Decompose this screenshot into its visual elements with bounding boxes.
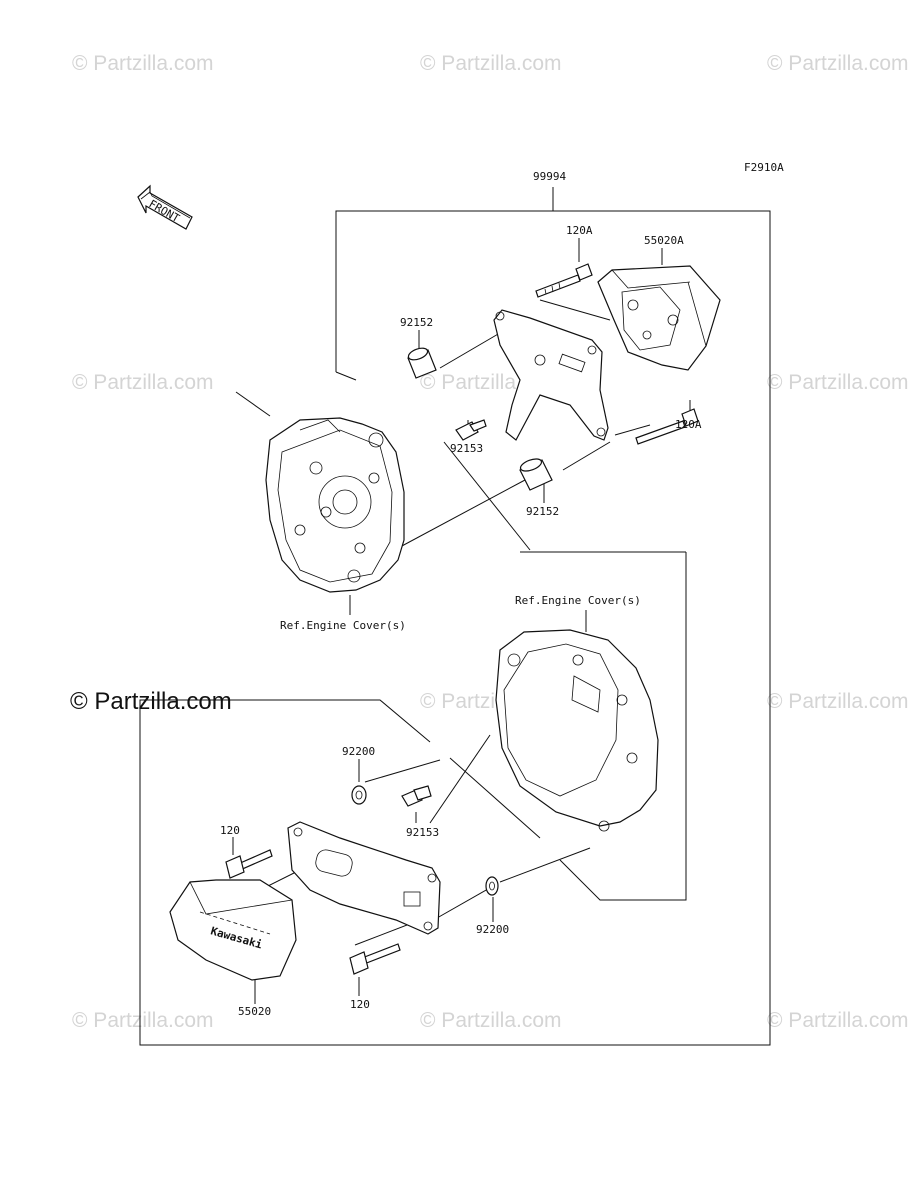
engine-cover-right (495, 629, 659, 832)
ref-engine-cover-left-label: Ref.Engine Cover(s) (280, 619, 406, 632)
watermark: © Partzilla.com (72, 52, 214, 75)
watermark: © Partzilla.com (420, 52, 562, 75)
lower-leader-lines (232, 734, 591, 1004)
bolt-92153-top (455, 419, 487, 441)
part-label-92152-bottom: 92152 (526, 505, 559, 518)
spacer-92152-top (407, 347, 437, 379)
kit-bracket-lines (139, 187, 771, 1046)
part-label-92153-bottom: 92153 (406, 826, 439, 839)
part-label-120-bottom: 120 (350, 998, 370, 1011)
watermark-layer: © Partzilla.com © Partzilla.com © Partzi… (72, 52, 909, 1032)
mounting-bracket-upper (493, 309, 609, 441)
bolt-120-left (225, 849, 273, 879)
bolt-120A-top (535, 263, 593, 298)
part-label-92200-top: 92200 (342, 745, 375, 758)
watermark: © Partzilla.com (72, 371, 214, 394)
part-label-120-left: 120 (220, 824, 240, 837)
watermark: © Partzilla.com (767, 690, 909, 713)
part-label-55020A: 55020A (644, 234, 684, 247)
part-label-120A-right: 120A (675, 418, 702, 431)
upper-leader-lines (235, 238, 691, 632)
partzilla-watermark: © Partzilla.com (70, 688, 232, 715)
part-label-92152-top: 92152 (400, 316, 433, 329)
part-label-120A-top: 120A (566, 224, 593, 237)
front-arrow-icon: FRONT (137, 184, 193, 230)
washer-92200-bottom (485, 876, 499, 896)
spacer-92152-bottom (519, 458, 553, 491)
diagram-code: F2910A (744, 161, 784, 174)
part-label-55020: 55020 (238, 1005, 271, 1018)
watermark: © Partzilla.com (767, 52, 909, 75)
watermark: © Partzilla.com (767, 1009, 909, 1032)
part-label-92200-bottom: 92200 (476, 923, 509, 936)
frame-slider-55020: Kawasaki (169, 879, 297, 981)
kit-part-label: 99994 (533, 170, 566, 183)
bolt-92153-bottom (401, 785, 432, 807)
frame-slider-55020A (597, 265, 721, 371)
part-label-92153-top: 92153 (450, 442, 483, 455)
ref-engine-cover-right-label: Ref.Engine Cover(s) (515, 594, 641, 607)
watermark: © Partzilla.com (420, 1009, 562, 1032)
engine-cover-left (265, 417, 405, 593)
watermark: © Partzilla.com (767, 371, 909, 394)
bolt-120A-right (635, 408, 699, 445)
mounting-bracket-lower (287, 821, 441, 935)
washer-92200-top (351, 785, 367, 805)
bolt-120-bottom (349, 943, 401, 975)
watermark: © Partzilla.com (72, 1009, 214, 1032)
